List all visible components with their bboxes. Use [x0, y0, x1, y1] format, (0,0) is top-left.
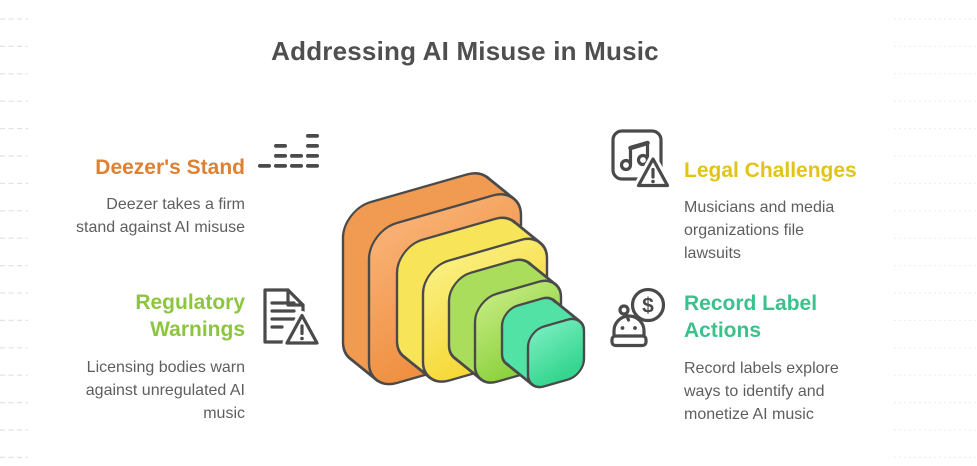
section-description-regulatory-warnings: Licensing bodies warn against unregulate…	[85, 359, 245, 422]
section-heading-legal-challenges: Legal Challenges	[684, 159, 857, 182]
music-note-warning-icon	[611, 129, 672, 190]
section-description-deezers-stand: Deezer takes a firm stand against AI mis…	[76, 196, 245, 236]
left-ruled-lines	[0, 18, 28, 458]
dollar-glyph: $	[642, 295, 654, 318]
section-description-legal-challenges: Musicians and media organizations file l…	[684, 199, 835, 262]
slab-teal	[500, 296, 586, 389]
section-description-record-label-actions: Record labels explore ways to identify a…	[684, 360, 839, 423]
document-warning-icon	[263, 288, 322, 348]
section-heading-record-label-actions: Record Label Actions	[684, 292, 818, 342]
page-title: Addressing AI Misuse in Music	[271, 36, 659, 66]
robot-dollar-icon: $	[610, 287, 666, 348]
section-heading-deezers-stand: Deezer's Stand	[95, 156, 245, 179]
equalizer-icon	[258, 134, 319, 168]
section-heading-regulatory-warnings: Regulatory Warnings	[135, 291, 245, 341]
right-ruled-lines	[894, 18, 977, 458]
